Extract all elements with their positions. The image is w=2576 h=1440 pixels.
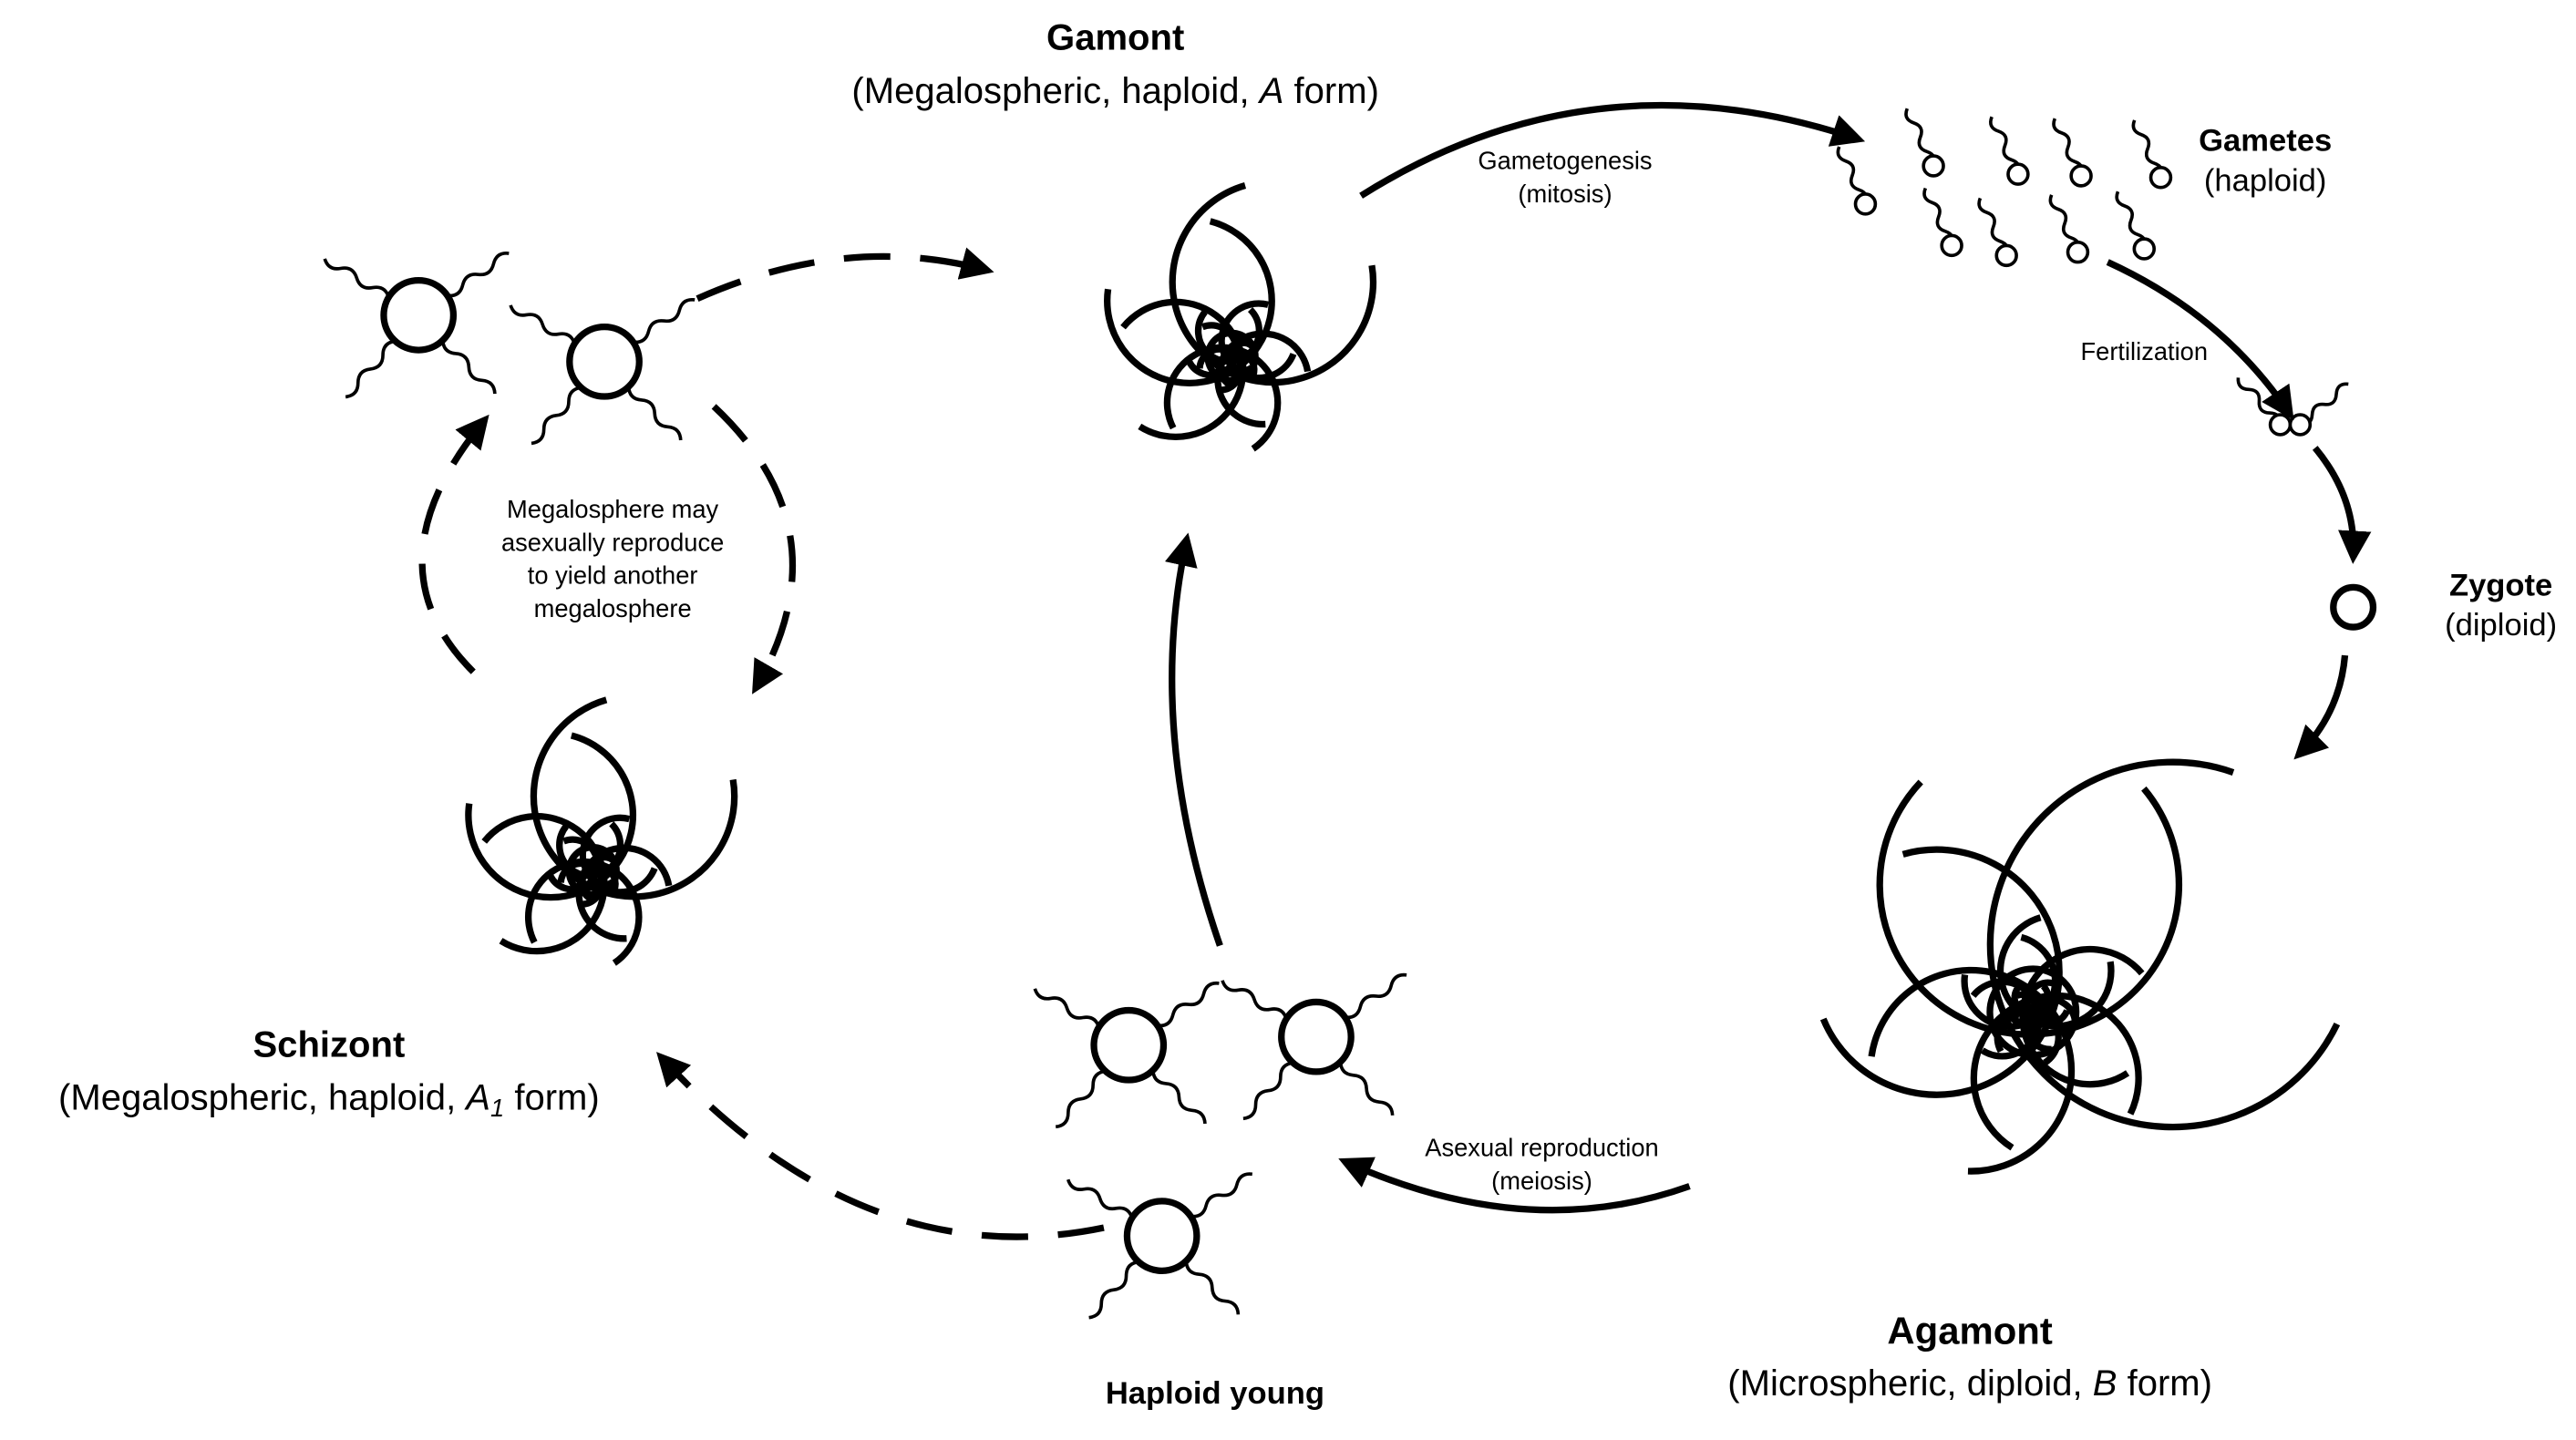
proloculus (1204, 329, 1259, 385)
flagellum (531, 386, 582, 446)
gametogenesis-label: Gametogenesis (1478, 147, 1652, 175)
chamber-wall (1996, 914, 2115, 1030)
schizont-subtitle: (Megalospheric, haploid, A1 form) (58, 1078, 600, 1122)
asexual-reproduction-label: Asexual reproduction (1425, 1134, 1658, 1162)
cell-body (1278, 998, 1355, 1075)
asexual-note: Megalosphere may asexually reproduce to … (501, 495, 724, 622)
gametogenesis-arrow (1359, 101, 1866, 199)
flagellum (1345, 972, 1407, 1020)
flagellum (1221, 980, 1288, 1020)
gamete (1977, 197, 2018, 268)
haploid-young-title: Haploid young (1106, 1376, 1324, 1411)
gamete (1904, 108, 1945, 178)
flagellum (509, 304, 577, 345)
megalosphere-young (323, 252, 510, 399)
flagellum (1066, 1178, 1134, 1219)
gamete (1836, 146, 1878, 216)
gamete (2048, 194, 2090, 264)
gamont-subtitle: (Megalospheric, haploid, A form) (851, 71, 1378, 111)
gamete (2115, 190, 2157, 261)
chamber-wall (1169, 182, 1377, 386)
flagellum (1055, 1069, 1107, 1129)
flagellum (447, 252, 510, 298)
haploid-young-to-gamont-arrow (1164, 532, 1223, 947)
proloculus (1986, 965, 2080, 1059)
flagellum (440, 340, 497, 395)
chamber-wall (1876, 779, 2183, 1038)
agamont-title: Agamont (1887, 1309, 2052, 1352)
note-line: asexually reproduce (501, 528, 724, 556)
note-line: Megalosphere may (507, 495, 718, 523)
cell-body (1123, 1198, 1200, 1274)
flagellum (323, 258, 391, 298)
zygote-title: Zygote (2449, 568, 2552, 602)
chamber-wall (530, 696, 738, 900)
chamber-wall (1120, 298, 1247, 440)
asexual-reproduction-arrow (1338, 1157, 1691, 1214)
fertilization-arrow (2106, 259, 2294, 421)
chamber-wall (1104, 218, 1275, 386)
flagellum (1033, 988, 1101, 1028)
dashed-loop-down-arrow (711, 404, 797, 694)
chamber-wall (481, 813, 608, 955)
chamber-wall (465, 732, 637, 901)
haploid-young-cell (1221, 972, 1407, 1121)
agamont-subtitle: (Microspheric, diploid, B form) (1727, 1363, 2212, 1404)
cell-body (566, 323, 643, 400)
haploid-young-cell (1033, 981, 1220, 1129)
gamete (2288, 382, 2349, 437)
gamete (2052, 118, 2093, 188)
gamont-shell (1104, 182, 1377, 452)
gametes-title: Gametes (2199, 124, 2332, 159)
note-line: to yield another (528, 561, 698, 590)
chamber-wall (1970, 992, 2142, 1151)
fertilization-label: Fertilization (2080, 337, 2208, 365)
gamete (2131, 119, 2173, 190)
zygote-cell (2330, 583, 2377, 631)
dashed-loop-up-arrow (418, 414, 489, 674)
flagellum (1190, 1172, 1253, 1219)
cell-body (1090, 1006, 1168, 1084)
flagellum (1338, 1061, 1395, 1116)
agamont-shell (1819, 758, 2341, 1175)
chamber-wall (525, 858, 643, 966)
dashed-to-schizont-arrow (656, 1052, 1105, 1240)
megalosphere-young (509, 297, 696, 446)
zygote-subtitle: (diploid) (2445, 608, 2557, 643)
zygote-to-agamont-arrow (2293, 654, 2349, 760)
gamete (1922, 187, 1963, 258)
schizont-shell (465, 696, 738, 966)
flagellum (1088, 1260, 1139, 1320)
flagellum (1151, 1070, 1207, 1125)
flagellum (633, 297, 696, 345)
schizont-title: Schizont (252, 1025, 405, 1065)
to-zygote-arrow (2312, 446, 2372, 564)
gamont-title: Gamont (1046, 18, 1184, 58)
gametes-subtitle: (haploid) (2204, 163, 2327, 198)
flagellum (1242, 1061, 1293, 1121)
flagellum (345, 339, 397, 399)
cell-body (380, 276, 458, 354)
chamber-wall (2019, 945, 2145, 1088)
haploid-young-cell (1066, 1172, 1253, 1320)
chamber-wall (1163, 344, 1282, 452)
mitosis-label: (mitosis) (1518, 180, 1612, 208)
proloculus (565, 843, 620, 899)
gamete (1989, 116, 2030, 186)
chamber-wall (1986, 758, 2341, 1131)
flagellum (1184, 1260, 1241, 1315)
flagellum (1157, 981, 1220, 1028)
dashed-to-gamont-arrow (696, 247, 994, 302)
chamber-wall (1819, 846, 2063, 1098)
meiosis-label: (meiosis) (1491, 1167, 1592, 1195)
flagellum (626, 386, 683, 441)
chamber-wall (1868, 966, 2076, 1175)
note-line: megalosphere (534, 594, 692, 622)
